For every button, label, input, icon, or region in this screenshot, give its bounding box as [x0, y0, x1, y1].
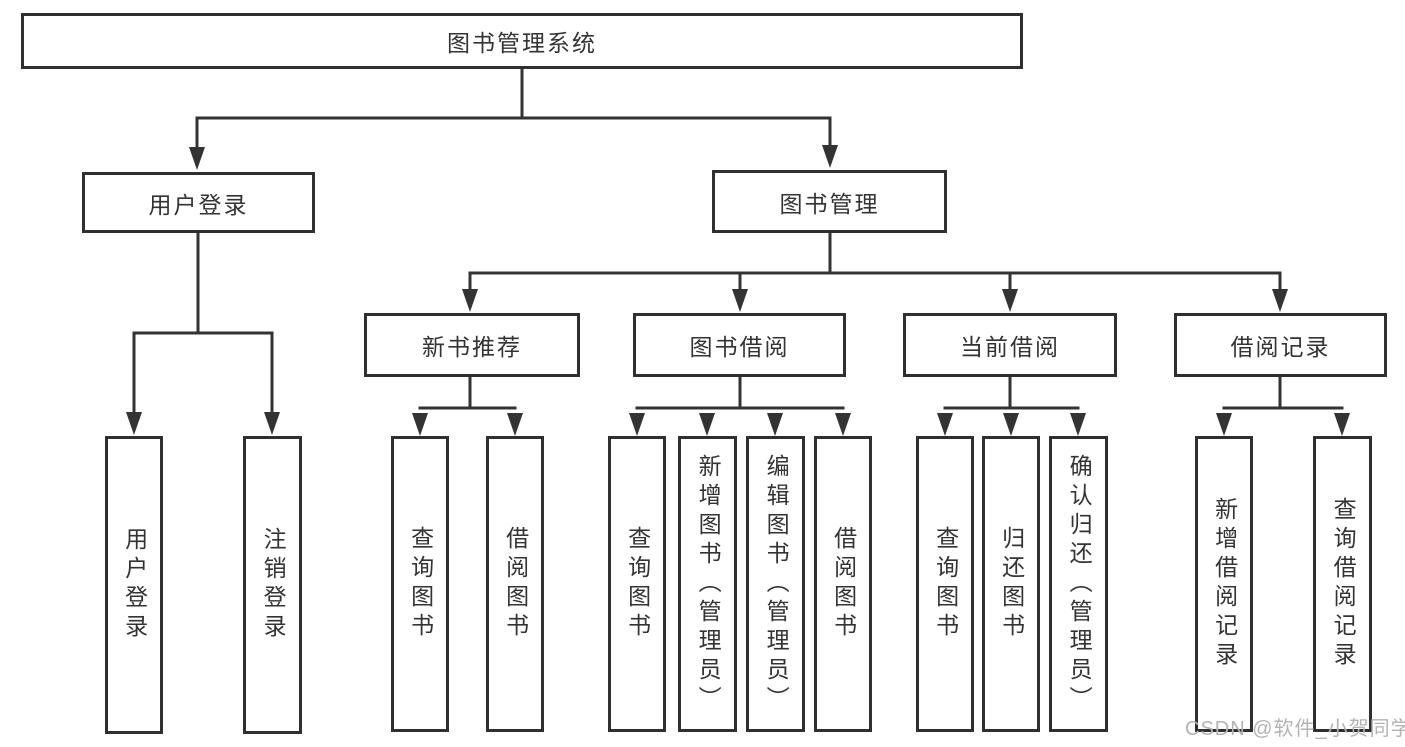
leaf-return-book: 归还图书: [982, 436, 1040, 732]
leaf-logout: 注销登录: [243, 436, 302, 734]
node-current-borrow: 当前借阅: [903, 313, 1117, 377]
leaf-query-books-borrow: 查询图书: [608, 436, 666, 732]
leaf-query-books-current: 查询图书: [916, 436, 974, 732]
leaf-borrow-books-recommend: 借阅图书: [486, 436, 544, 732]
leaf-query-books-recommend: 查询图书: [391, 436, 449, 732]
leaf-borrow-books: 借阅图书: [814, 436, 872, 732]
leaf-add-borrow-record: 新增借阅记录: [1195, 436, 1253, 732]
leaf-add-book-admin: 新增图书（管理员）: [678, 436, 737, 732]
node-library-system: 图书管理系统: [21, 13, 1023, 69]
watermark: CSDN @软件_小贺同学: [1185, 718, 1405, 740]
leaf-query-borrow-record: 查询借阅记录: [1313, 436, 1372, 732]
leaf-user-login: 用户登录: [105, 436, 163, 734]
node-borrow-records: 借阅记录: [1174, 313, 1387, 377]
node-book-management: 图书管理: [712, 170, 947, 233]
leaf-edit-book-admin: 编辑图书（管理员）: [746, 436, 805, 732]
node-book-borrow: 图书借阅: [633, 313, 846, 377]
node-user-login: 用户登录: [82, 172, 315, 233]
leaf-confirm-return-admin: 确认归还（管理员）: [1049, 436, 1108, 732]
node-new-book-recommend: 新书推荐: [364, 313, 580, 377]
